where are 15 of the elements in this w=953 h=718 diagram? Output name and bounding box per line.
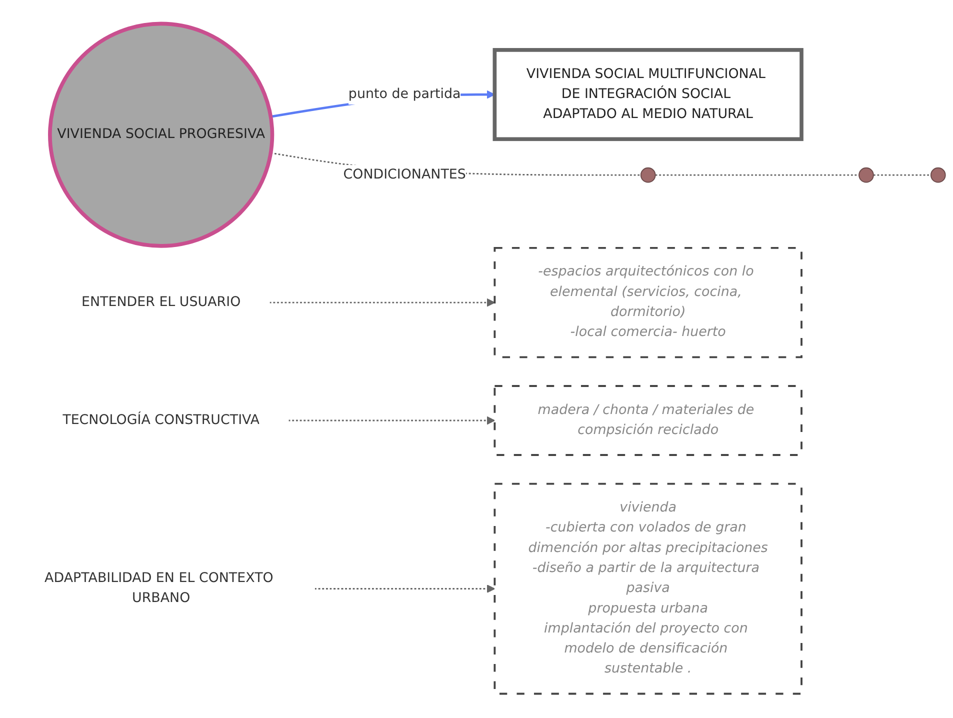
node-text: ENTENDER EL USUARIO: [82, 294, 241, 310]
node-circle: [640, 168, 656, 184]
node-text: ADAPTABILIDAD EN EL CONTEXTO URBANO: [44, 570, 274, 606]
arrow: [269, 298, 496, 308]
arrow: [314, 584, 496, 594]
connector: [873, 174, 931, 176]
node-box: VIVIENDA SOCIAL MULTIFUNCIONAL DE INTEGRACIÓN SOCIAL ADAPTADO AL MEDIO NATURAL: [492, 48, 804, 142]
arrow: [288, 416, 496, 425]
edge-label: CONDICIONANTES: [343, 167, 466, 183]
node-circle: VIVIENDA SOCIAL PROGRESIVA: [48, 22, 274, 248]
node-text: TECNOLOGÍA CONSTRUCTIVA: [62, 412, 260, 428]
edge-label: punto de partida: [348, 86, 461, 102]
node-circle: [858, 168, 874, 184]
connector: [655, 174, 860, 176]
node-circle: [930, 168, 946, 184]
